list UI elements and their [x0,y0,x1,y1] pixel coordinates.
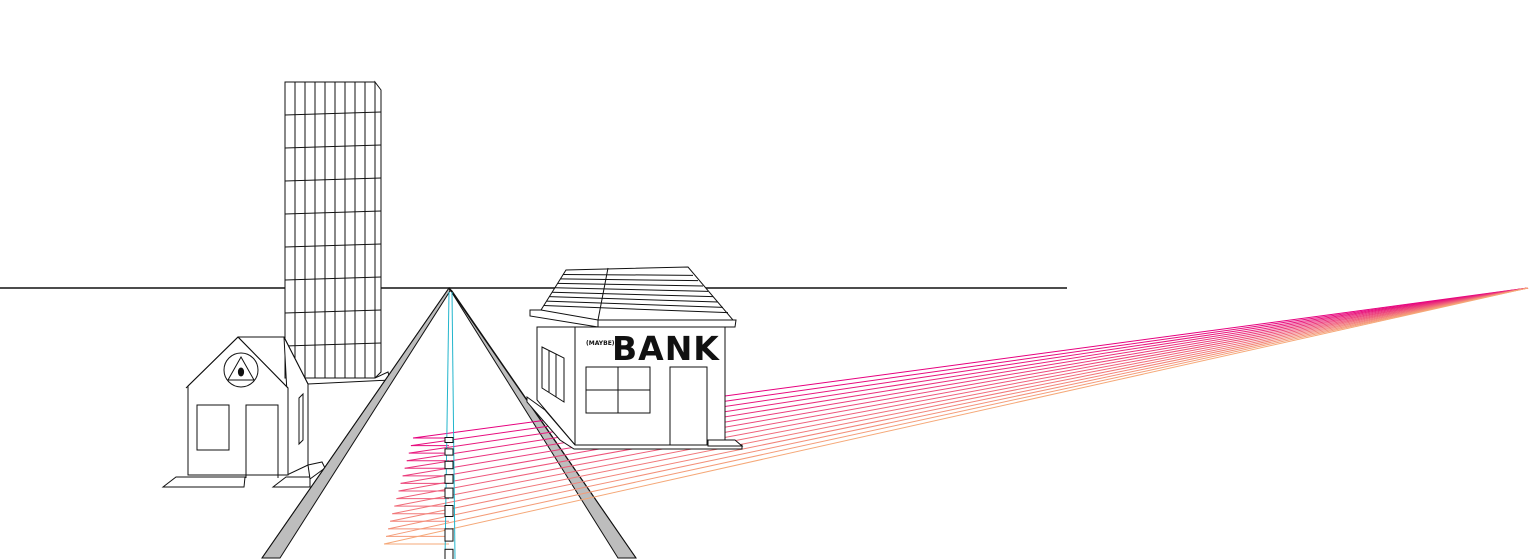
guide-tick [444,528,454,542]
house-window [196,404,230,451]
bank-roof-shingle [552,291,714,298]
guide-ray [385,287,1529,537]
guide-ray [394,287,1529,507]
guide-ray [392,287,1529,515]
bank-sign-name: BANK [612,329,720,368]
tower-grid-hline [284,342,382,347]
vanishing-guide-center [444,291,456,559]
bank-roof-shingle [546,300,724,308]
bank-roof-shingle [557,282,704,287]
guide-tick [444,460,454,470]
guide-tick [444,474,454,484]
guide-tick [444,437,454,443]
perspective-guide-rays [383,287,1529,545]
tower-grid-hline [284,111,382,116]
bank-sign-prefix: (MAYBE) [586,340,615,347]
tower-grid-hline [284,177,382,182]
bank-roof-shingle [563,273,694,276]
guide-tick [444,548,454,559]
bank-roof-ridge [597,267,609,321]
tower-grid-hline [284,309,382,314]
bank-roof-shingle [543,305,729,314]
guide-tick [444,448,454,456]
small-house [161,336,326,488]
tower-grid-hline [284,243,382,248]
bank-roof-shingle [560,278,699,282]
guide-ray [388,287,1529,530]
road [261,286,637,559]
guide-tick [444,505,454,517]
bank-roof-shingle [554,287,709,292]
tower-grid-hline [284,276,382,281]
guide-ray [400,287,1529,484]
guide-ray [390,287,1529,522]
bank-side-windows [541,346,565,403]
guide-ray [383,287,1529,545]
tower-grid-hline [284,210,382,215]
house-door [245,404,279,478]
tower-grid-hline [284,144,382,149]
guide-ray [396,287,1529,500]
bank-roof-shingle [549,296,719,303]
bank-building: (MAYBE) BANK [526,266,744,450]
bank-door [669,366,708,445]
guide-tick-marks [444,437,454,559]
guide-ray [398,287,1529,492]
guide-tick [444,487,454,499]
tower-building [284,80,391,385]
